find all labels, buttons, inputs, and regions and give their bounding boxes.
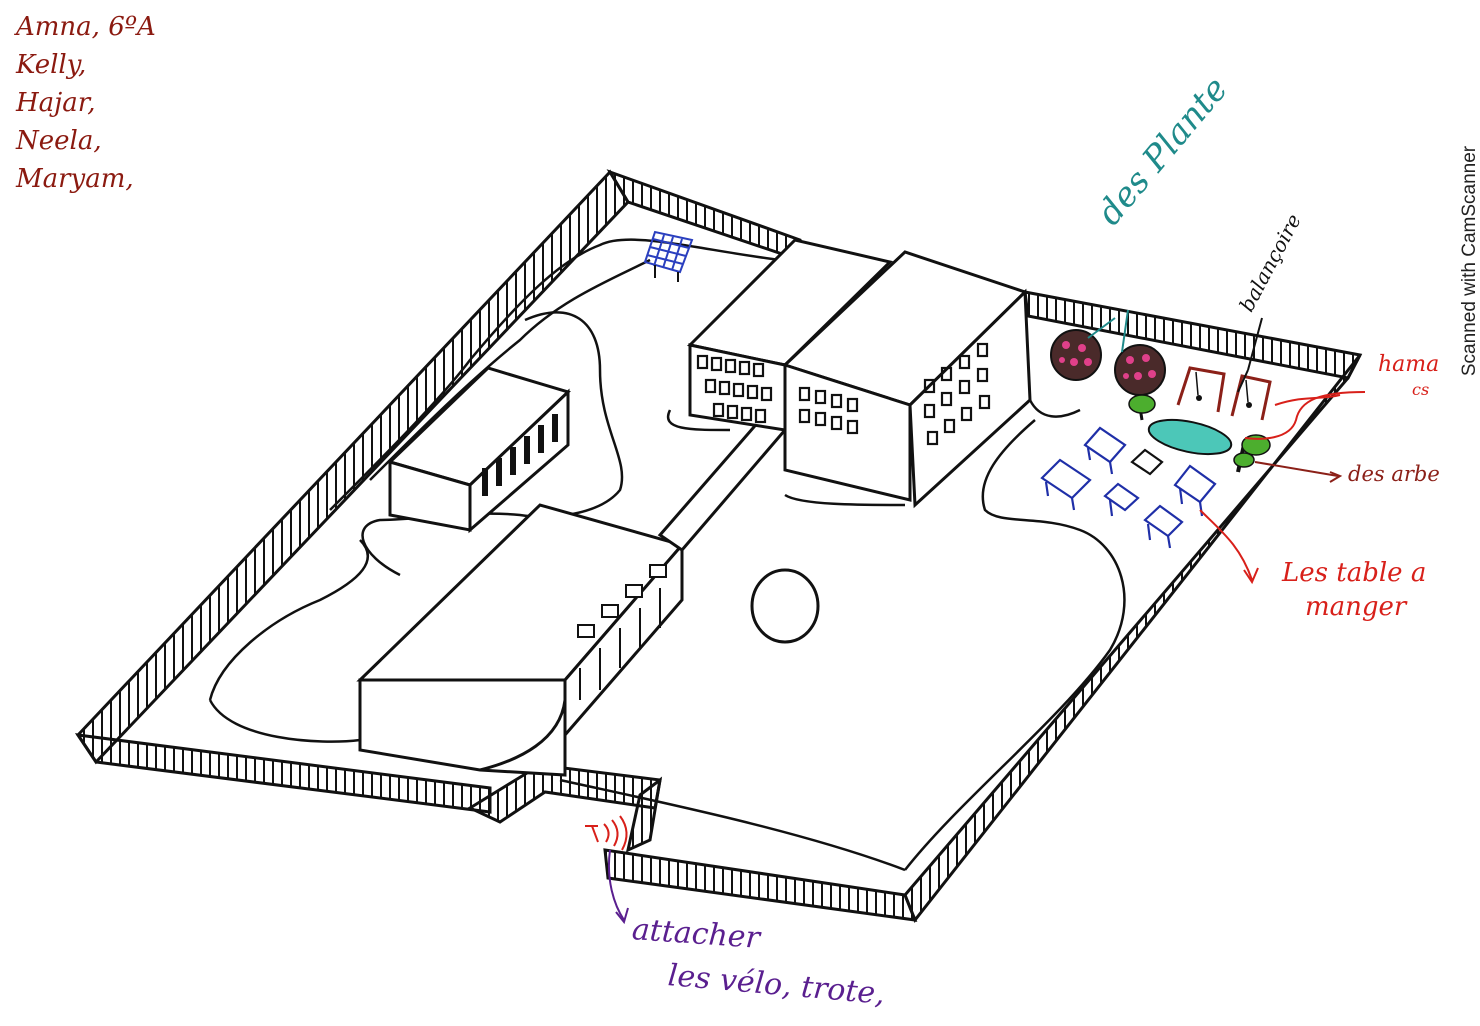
author-5: Maryam, [16,164,134,194]
building-small-left [387,366,571,534]
swings [1176,366,1272,421]
annotation-arrows [608,309,1366,925]
central-oval [750,568,820,644]
author-3: Hajar, [16,88,96,118]
author-4: Neela, [16,126,102,156]
flower-tree-right [1114,344,1166,421]
author-1: Amna, 6ºA [16,12,156,42]
walkways [208,238,1126,872]
covered-walkway [657,418,788,552]
picnic-tables [1040,426,1217,549]
building-long-front [356,503,685,777]
bike-stand [585,815,628,851]
flower-tree-left [1050,329,1102,381]
hammocks-label-1: hama [1378,352,1440,377]
pond [1147,418,1233,456]
solar-panel [643,230,694,282]
trees-label: des arbe [1348,462,1440,486]
building-middle [686,238,894,432]
small-tree [1233,434,1271,473]
authors-list: Amna, 6ºA Kelly, Hajar, Neela, Maryam, [16,8,156,198]
perimeter-fence [74,169,1363,923]
author-2: Kelly, [16,50,87,80]
hammocks-label-2: cs [1412,380,1430,399]
tables-label-1: Les table a [1282,558,1427,588]
scanner-watermark: Scanned with CamScanner [1459,145,1480,377]
building-big-right [782,250,1032,509]
tables-label-2: manger [1305,592,1407,622]
